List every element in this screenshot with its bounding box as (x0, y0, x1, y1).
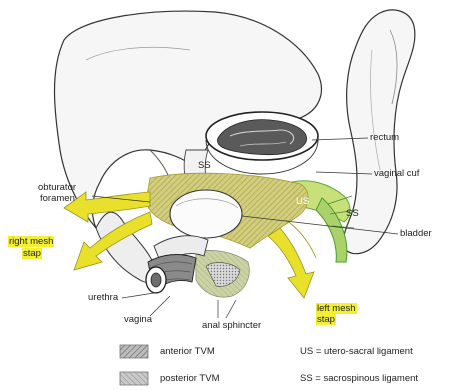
left-mesh-strap (268, 228, 314, 298)
label-right-mesh-line2: stap (22, 248, 42, 259)
legend-swatch-anterior (120, 345, 148, 358)
legend-anterior: anterior TVM (160, 346, 215, 357)
legend-us-definition: US = utero-sacral ligament (300, 346, 413, 357)
legend-posterior: posterior TVM (160, 373, 219, 384)
bladder (170, 190, 242, 238)
label-anal-sphincter: anal sphincter (202, 320, 261, 331)
label-obturator-line2: foramen (40, 193, 75, 204)
label-urethra: urethra (88, 292, 118, 303)
label-bladder: bladder (400, 228, 432, 239)
label-vaginal-cuf: vaginal cuf (374, 168, 419, 179)
label-us: US (296, 196, 309, 207)
label-right-mesh-line1: right mesh (8, 236, 54, 247)
label-ss-left: SS (198, 160, 211, 171)
label-ss-right: SS (346, 208, 359, 219)
label-left-mesh-line1: left mesh (316, 303, 357, 314)
label-obturator-line1: obturator (38, 182, 76, 193)
legend-swatch-posterior (120, 372, 148, 385)
label-left-mesh-line2: stap (316, 314, 336, 325)
label-rectum: rectum (370, 132, 399, 143)
label-vagina: vagina (124, 314, 152, 325)
legend-ss-definition: SS = sacrospinous ligament (300, 373, 418, 384)
